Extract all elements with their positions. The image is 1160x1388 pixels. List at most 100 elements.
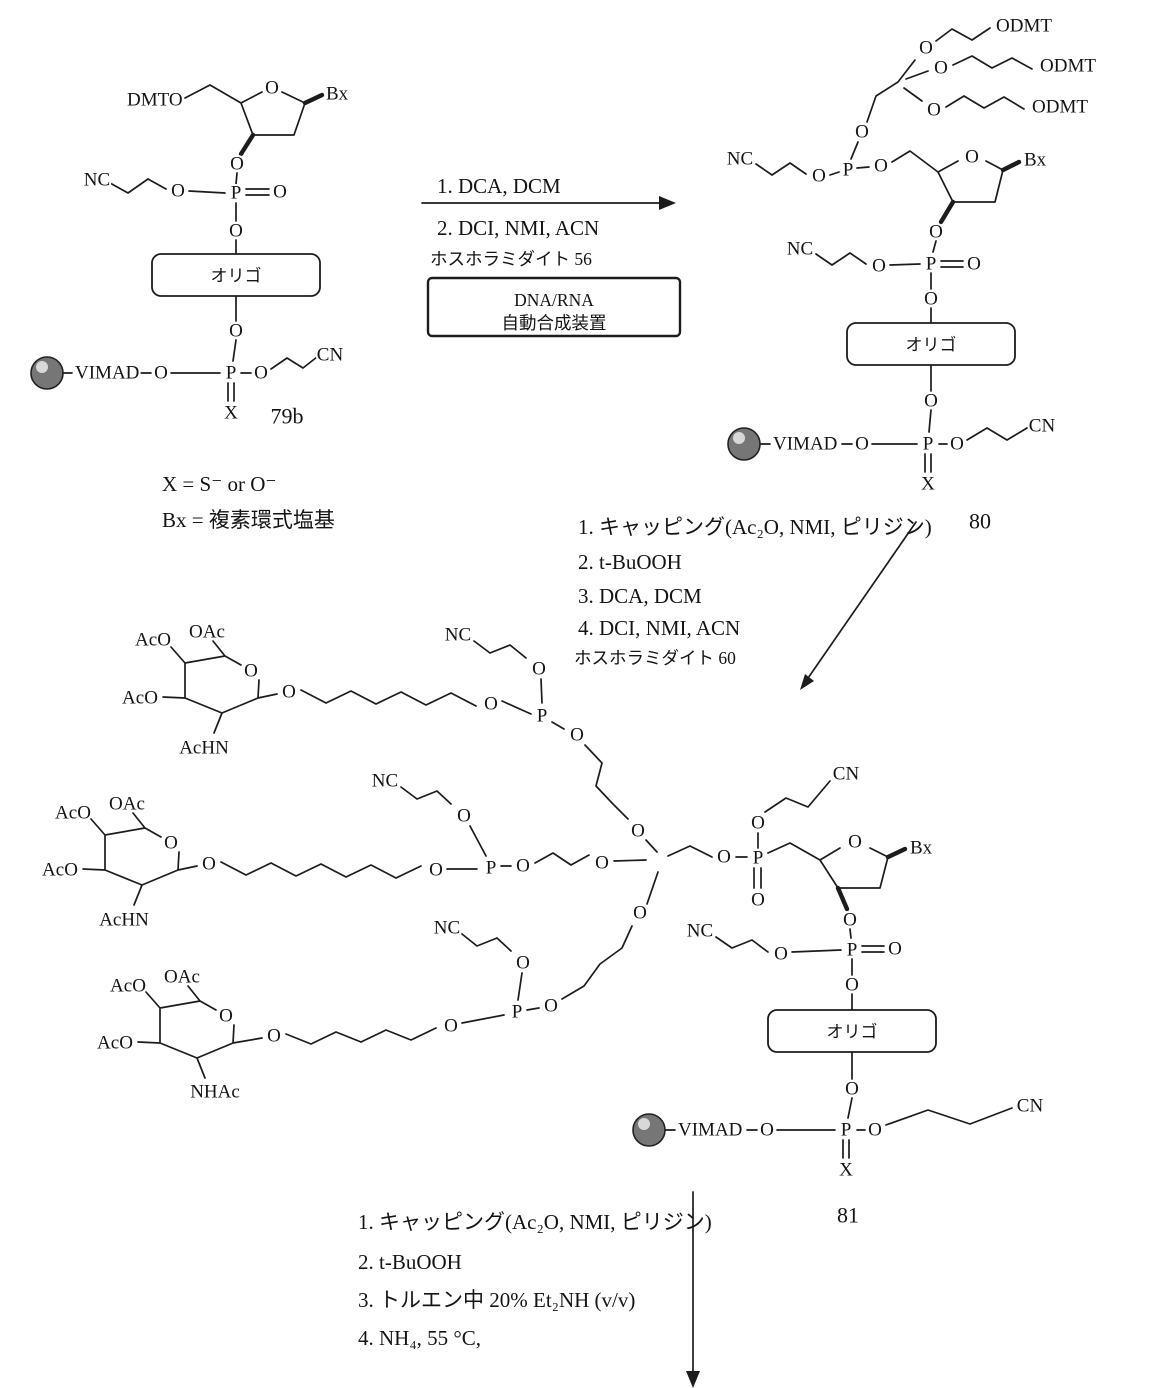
atom-label-o: O [171,181,185,202]
arrowhead-1 [659,196,676,210]
bonds [82,786,647,906]
atom-label-ring-o: O [244,661,258,682]
atom-label-odmt: ODMT [996,16,1052,37]
reaction-step-3: 1. キャッピング(Ac₂O, NMI, ピリジン) 2. t-BuOOH 3.… [358,1191,712,1388]
compound-number-80: 80 [969,509,991,534]
condition-line: 3. DCA, DCM [578,584,702,608]
atom-label-o: O [888,939,902,960]
condition-line: 2. t-BuOOH [578,550,682,574]
atom-label-o: O [855,122,869,143]
bonds [137,871,659,1079]
atom-label-o: O [273,182,287,203]
atom-label-bx: Bx [1024,150,1047,171]
atom-label-p: P [512,1002,523,1023]
atom-label-o: O [868,1120,882,1141]
bonds [850,27,1033,160]
atom-label-vimad: VIMAD [773,434,837,455]
atom-label-nhac: NHAc [190,1082,240,1103]
atom-label-o: O [202,854,216,875]
atom-label-o: O [774,944,788,965]
atom-label-o: O [633,903,647,924]
oligo-box [151,253,321,297]
bead-highlight [36,361,48,373]
atom-label-aco: AcO [122,688,158,709]
atom-label-x: X [839,1160,853,1181]
oligo-box-label: オリゴ [211,266,262,286]
atom-label-p: P [226,363,237,384]
bead-sphere [632,1113,666,1147]
atom-label-cn: CN [1017,1096,1044,1117]
atom-label-p: P [926,254,937,275]
atom-label-aco: AcO [97,1033,133,1054]
oligo-box-label: オリゴ [906,335,957,355]
condition-line: 2. t-BuOOH [358,1250,462,1274]
wedge-bonds [238,92,325,157]
atom-label-bx: Bx [326,84,349,105]
atom-label-ring-o: O [965,147,979,168]
atom-label-nc: NC [727,149,753,170]
bead-sphere [30,356,64,390]
atom-label-p: P [231,183,242,204]
condition-line: 3. トルエン中 20% Et₂NH (v/v) [358,1288,635,1312]
atom-label-o: O [484,694,498,715]
synthesizer-box-line: 自動合成装置 [502,313,607,333]
atom-label-vimad: VIMAD [75,363,139,384]
compound-number-81: 81 [837,1203,859,1228]
compound-79b: DMTO O Bx NC O O P O O オリゴ O VIMAD O P O… [30,76,351,532]
arrowhead-3 [686,1371,700,1388]
atom-label-o: O [967,254,981,275]
bonds [755,150,1004,203]
solid-support-bead [632,1113,666,1147]
synthesizer-box [426,276,682,338]
atom-label-o: O [457,806,471,827]
arrowhead-2 [800,674,814,690]
bonds [62,172,318,402]
atom-label-o: O [429,860,443,881]
compound-80: ODMT ODMT ODMT O O O O NC O P O O Bx O N… [725,14,1099,534]
condition-line: ホスホラミダイト 56 [430,249,592,269]
solid-support-bead [727,427,761,461]
bead-sphere [727,427,761,461]
atom-label-o: O [812,166,826,187]
atom-label-cn: CN [833,764,860,785]
atom-label-o: O [254,363,268,384]
reaction-step-1: 1. DCA, DCM 2. DCI, NMI, ACN ホスホラミダイト 56… [421,174,682,338]
condition-line: 4. NH₄, 55 °C, [358,1326,481,1350]
atom-label-o: O [950,434,964,455]
condition-line: ホスホラミダイト 60 [574,648,736,668]
solid-support-bead [30,356,64,390]
oligo-box [767,1009,937,1053]
atom-label-o: O [843,910,857,931]
atom-label-p: P [923,434,934,455]
wedge-bonds [835,846,908,912]
bonds [819,847,889,889]
atom-label-oac: OAc [164,967,200,988]
atom-label-o: O [929,222,943,243]
atom-label-aco: AcO [135,630,171,651]
atom-label-o: O [544,996,558,1017]
atom-label-p: P [843,160,854,181]
atom-label-o: O [751,813,765,834]
oligo-box [846,322,1016,366]
atom-label-achn: AcHN [179,738,229,759]
condition-line: 1. DCA, DCM [437,174,561,198]
atom-label-o: O [444,1016,458,1037]
condition-line: 2. DCI, NMI, ACN [437,216,599,240]
atom-label-o: O [532,659,546,680]
atom-label-o: O [516,953,530,974]
atom-label-nc: NC [445,625,471,646]
atom-label-achn: AcHN [99,910,149,931]
atom-label-p: P [847,940,858,961]
atom-label-o: O [855,434,869,455]
atom-label-ring-o: O [219,1006,233,1027]
condition-line: 1. キャッピング(Ac₂O, NMI, ピリジン) [358,1210,712,1234]
atom-label-cn: CN [317,345,344,366]
atom-label-o: O [229,221,243,242]
atom-label-x: X [921,474,935,495]
atom-label-o: O [230,154,244,175]
atom-label-p: P [753,848,764,869]
atom-label-nc: NC [84,170,110,191]
definition-x: X = S⁻ or O⁻ [162,472,277,496]
